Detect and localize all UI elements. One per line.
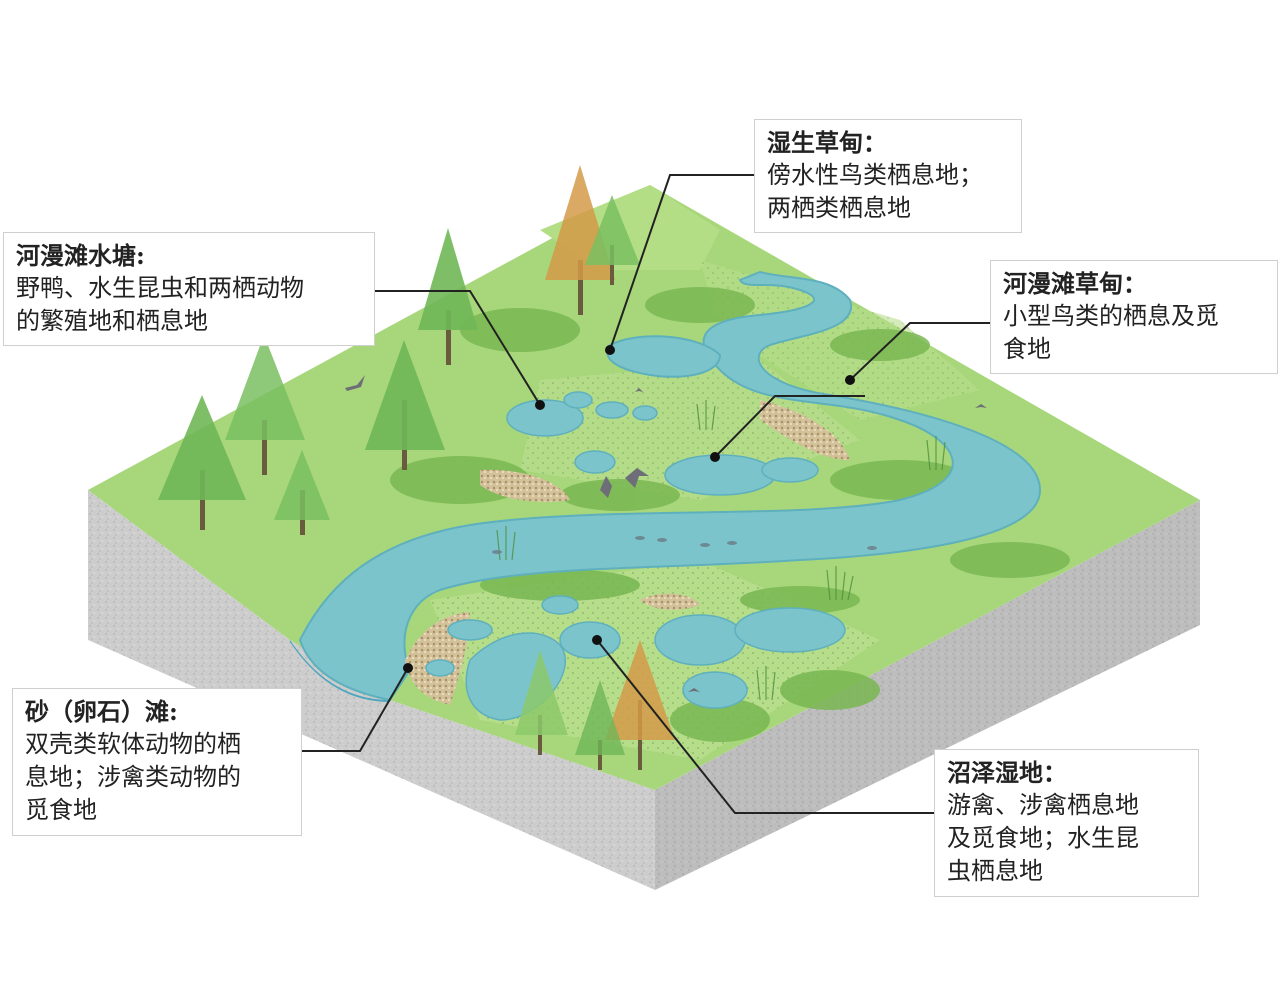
- label-title: 湿生草甸：: [767, 128, 887, 157]
- label-line: 野鸭、水生昆虫和两栖动物: [16, 274, 304, 302]
- leader-dot-icon: [845, 375, 855, 385]
- label-line: 息地；涉禽类动物的: [25, 763, 241, 791]
- bird-icon: [625, 468, 649, 488]
- leader-line-gravel: [300, 667, 409, 752]
- river-upper-pool: [606, 335, 722, 378]
- river-cut-left: [290, 640, 390, 702]
- fish-icon: [727, 541, 737, 545]
- label-marsh-wetland: 沼泽湿地： 游禽、涉禽栖息地 及觅食地；水生昆 虫栖息地: [934, 749, 1199, 897]
- soil-right-face: [655, 500, 1200, 890]
- leader-line-meadow: [609, 174, 755, 351]
- fish-icon: [492, 550, 502, 554]
- leader-dot-icon: [403, 345, 855, 673]
- label-floodplain-pond: 河漫滩水塘: 野鸭、水生昆虫和两栖动物 的繁殖地和栖息地: [3, 232, 375, 346]
- tree-group: [158, 165, 675, 770]
- fish-icon: [867, 546, 877, 550]
- label-title: 砂（卵石）滩:: [25, 697, 178, 726]
- tree: [274, 450, 330, 535]
- tree: [575, 680, 625, 770]
- gravel-bar-upper: [760, 400, 850, 460]
- gravel-bar-lower: [640, 593, 700, 610]
- fish-icon: [700, 543, 710, 547]
- bird-icon: [345, 375, 365, 391]
- bird-icon: [635, 388, 643, 392]
- tree: [225, 335, 305, 475]
- river: [298, 270, 1042, 702]
- tree: [515, 650, 568, 755]
- label-line: 虫栖息地: [947, 857, 1043, 885]
- tree: [585, 195, 640, 285]
- fish-icon: [635, 536, 645, 540]
- label-line: 两栖类栖息地: [767, 194, 911, 222]
- label-wet-meadow: 湿生草甸： 傍水性鸟类栖息地； 两栖类栖息地: [754, 119, 1022, 233]
- label-line: 傍水性鸟类栖息地；: [767, 161, 983, 189]
- leader-lines: [300, 174, 990, 814]
- tree: [365, 340, 445, 470]
- label-line: 小型鸟类的栖息及觅: [1003, 302, 1219, 330]
- leader-dot-icon: [710, 452, 720, 462]
- label-line: 游禽、涉禽栖息地: [947, 791, 1139, 819]
- label-line: 及觅食地；水生昆: [947, 824, 1139, 852]
- gravel-bar-middle: [480, 469, 570, 502]
- label-line: 觅食地: [25, 796, 97, 824]
- label-gravel-beach: 砂（卵石）滩: 双壳类软体动物的栖 息地；涉禽类动物的 觅食地: [12, 688, 302, 836]
- bird-icon: [345, 375, 987, 692]
- label-title: 河漫滩草甸：: [1003, 269, 1147, 298]
- grass-clumps: [390, 287, 1070, 742]
- leader-line-floodplain: [849, 322, 990, 381]
- leader-dot-icon: [592, 635, 602, 645]
- leader-dot-icon: [403, 663, 413, 673]
- bird-icon: [600, 476, 612, 498]
- fish-icon: [657, 538, 667, 542]
- fish-icon: [492, 536, 877, 554]
- label-line: 食地: [1003, 335, 1051, 363]
- leader-line-pond: [375, 290, 541, 406]
- bird-icon: [975, 404, 987, 408]
- reed-clumps: [496, 400, 946, 701]
- leader-line-floodplain-2: [714, 395, 865, 458]
- leader-dot-icon: [535, 400, 545, 410]
- label-title: 河漫滩水塘:: [16, 241, 145, 270]
- bird-icon: [688, 688, 700, 692]
- tree: [418, 228, 478, 365]
- label-line: 的繁殖地和栖息地: [16, 307, 208, 335]
- floodplain-ponds: [425, 391, 819, 677]
- label-title: 沼泽湿地：: [947, 758, 1067, 787]
- label-floodplain-meadow: 河漫滩草甸： 小型鸟类的栖息及觅 食地: [990, 260, 1278, 374]
- leader-dot-icon: [605, 345, 615, 355]
- leader-line-marsh: [596, 639, 935, 814]
- tree: [158, 395, 246, 530]
- label-line: 双壳类软体动物的栖: [25, 730, 241, 758]
